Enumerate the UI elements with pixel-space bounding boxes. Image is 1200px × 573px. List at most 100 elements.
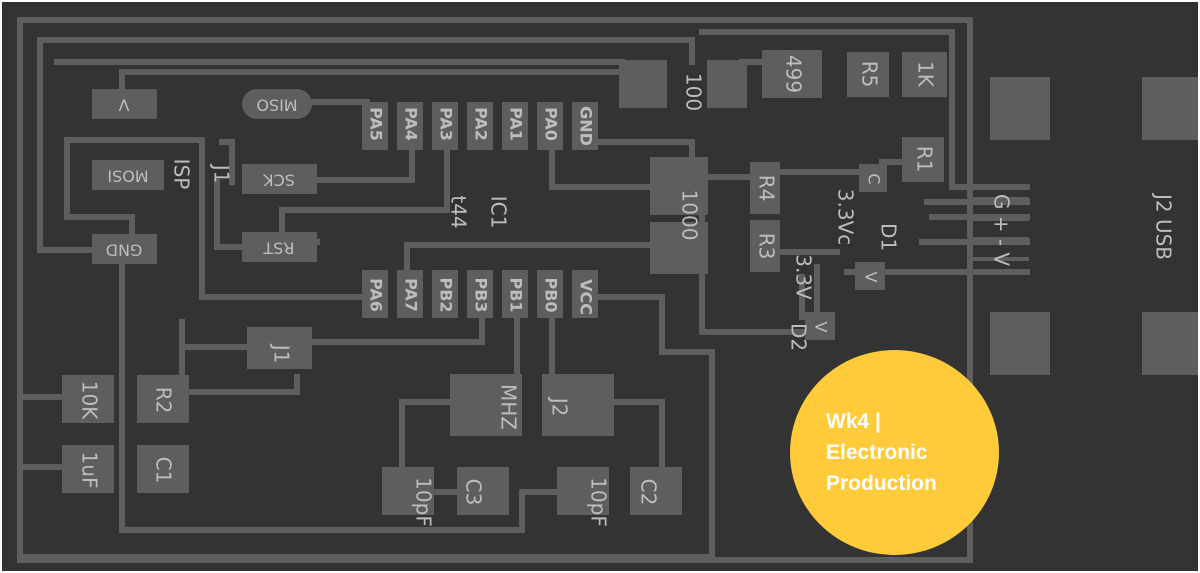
label-d2: D2 <box>787 323 811 351</box>
label-c2: C2 <box>637 479 661 506</box>
label-j1-top: J1 <box>210 163 234 184</box>
ic-pad-pa4 <box>397 102 423 150</box>
header-pad-rst <box>242 232 317 262</box>
pad-c3-right <box>457 467 509 515</box>
label-pa0: PA0 <box>542 107 561 141</box>
label-pf-left: 10pF <box>412 477 436 527</box>
ic-pad-pb1 <box>502 270 528 318</box>
pad-c1-left <box>62 445 114 493</box>
pad-crystal-right <box>542 374 614 436</box>
header-pad-v <box>92 89 157 119</box>
label-3v3: 3.3V <box>792 254 816 300</box>
ic-pad-pa1 <box>502 102 528 150</box>
label-gnd-ic: GND <box>577 106 596 146</box>
ic-pad-vcc <box>572 270 598 318</box>
label-rst: RST <box>263 239 294 258</box>
pad-c3-left <box>382 467 434 515</box>
pad-r1 <box>902 137 944 182</box>
label-pb3: PB3 <box>472 277 491 312</box>
badge-line-production: Production <box>826 472 937 495</box>
ic-pad-pb3 <box>467 270 493 318</box>
pad-r3-left <box>650 222 708 274</box>
pad-r2-right <box>137 375 189 423</box>
label-v: V <box>118 96 129 115</box>
pad-r5-left <box>707 60 747 108</box>
ic-pad-pa3 <box>432 102 458 150</box>
label-c1: C1 <box>152 457 176 484</box>
label-ic1: IC1 <box>487 196 511 229</box>
title-badge: Wk4 | Electronic Production <box>790 350 999 555</box>
label-pa4: PA4 <box>402 107 421 141</box>
header-pad-gnd <box>92 234 157 264</box>
usb-pin-g <box>967 257 1029 261</box>
label-r2: R2 <box>152 387 176 414</box>
ic-pad-pa0 <box>537 102 563 150</box>
pad-1k <box>902 52 947 97</box>
label-pa6: PA6 <box>367 278 386 312</box>
label-gnd-header: GND <box>106 241 143 260</box>
pad-c2-right <box>630 467 682 515</box>
label-cap-1uf: 1uF <box>78 452 102 489</box>
label-c-small: C <box>865 173 884 184</box>
pad-c2-left <box>557 467 609 515</box>
silkscreen-labels: V MISO MOSI SCK GND RST ISP J1 PA5 PA4 P… <box>78 55 1176 527</box>
pad-crystal-left <box>450 374 522 436</box>
ic-pad-pb0 <box>537 270 563 318</box>
copper-pads <box>62 50 1198 515</box>
label-t44: t44 <box>447 195 471 228</box>
badge-line-week: Wk4 | <box>826 410 881 433</box>
ic-pad-gnd <box>572 102 598 150</box>
pad-r3-right <box>750 220 780 272</box>
label-pa5: PA5 <box>367 107 386 141</box>
header-pad-mosi <box>92 160 164 190</box>
pad-r2-left <box>62 375 114 423</box>
pad-d1-v <box>855 262 885 290</box>
label-j2: J2 <box>548 396 572 417</box>
label-r4: R4 <box>755 175 779 202</box>
label-j1: J1 <box>270 343 294 364</box>
pad-j1 <box>247 327 312 369</box>
label-r-10k: 10K <box>78 381 102 420</box>
label-d2-v: V <box>812 322 831 333</box>
label-vcc: VCC <box>577 279 596 315</box>
label-pf-right: 10pF <box>587 477 611 527</box>
label-r-1000: 1000 <box>678 190 702 241</box>
pad-c-small <box>859 164 887 192</box>
label-pa3: PA3 <box>437 107 456 141</box>
label-d1-v: V <box>862 272 881 283</box>
label-usb-pins: G + - V <box>990 194 1014 267</box>
usb-pin-plus <box>967 237 1029 241</box>
label-c3: C3 <box>462 479 486 506</box>
badge-title: Wk4 | Electronic Production <box>826 406 937 499</box>
label-pb2: PB2 <box>437 277 456 312</box>
pad-c1-right <box>137 445 189 493</box>
pad-r5-right <box>847 52 889 97</box>
label-r-499: 499 <box>782 55 806 93</box>
header-pad-sck <box>242 164 317 194</box>
label-pa7: PA7 <box>402 278 421 312</box>
pad-r5-mid <box>762 50 822 98</box>
badge-line-electronic: Electronic <box>826 441 928 464</box>
label-r5: R5 <box>858 61 882 88</box>
pad-d2-v <box>805 312 835 340</box>
label-3v3c: 3.3Vc <box>834 189 858 245</box>
usb-pad-top-left <box>990 77 1050 140</box>
label-sck: SCK <box>263 171 295 190</box>
pad-r4-left <box>650 157 708 215</box>
label-r1: R1 <box>913 146 937 173</box>
label-mhz: MHZ <box>497 384 521 430</box>
label-r-1k: 1K <box>914 61 938 88</box>
label-usb: J2 USB <box>1152 192 1176 260</box>
usb-pad-top-right <box>1142 77 1198 140</box>
usb-pad-bottom-left <box>990 312 1050 375</box>
usb-pin-minus <box>967 217 1029 221</box>
label-miso: MISO <box>256 96 297 115</box>
header-pad-miso <box>242 89 312 119</box>
label-isp: ISP <box>170 159 194 190</box>
label-pb0: PB0 <box>542 277 561 312</box>
usb-pin-v <box>967 197 1029 201</box>
label-pb1: PB1 <box>507 277 526 312</box>
ic-pad-pa5 <box>362 102 388 150</box>
ic-pad-pa7 <box>397 270 423 318</box>
label-r3: R3 <box>755 233 779 260</box>
